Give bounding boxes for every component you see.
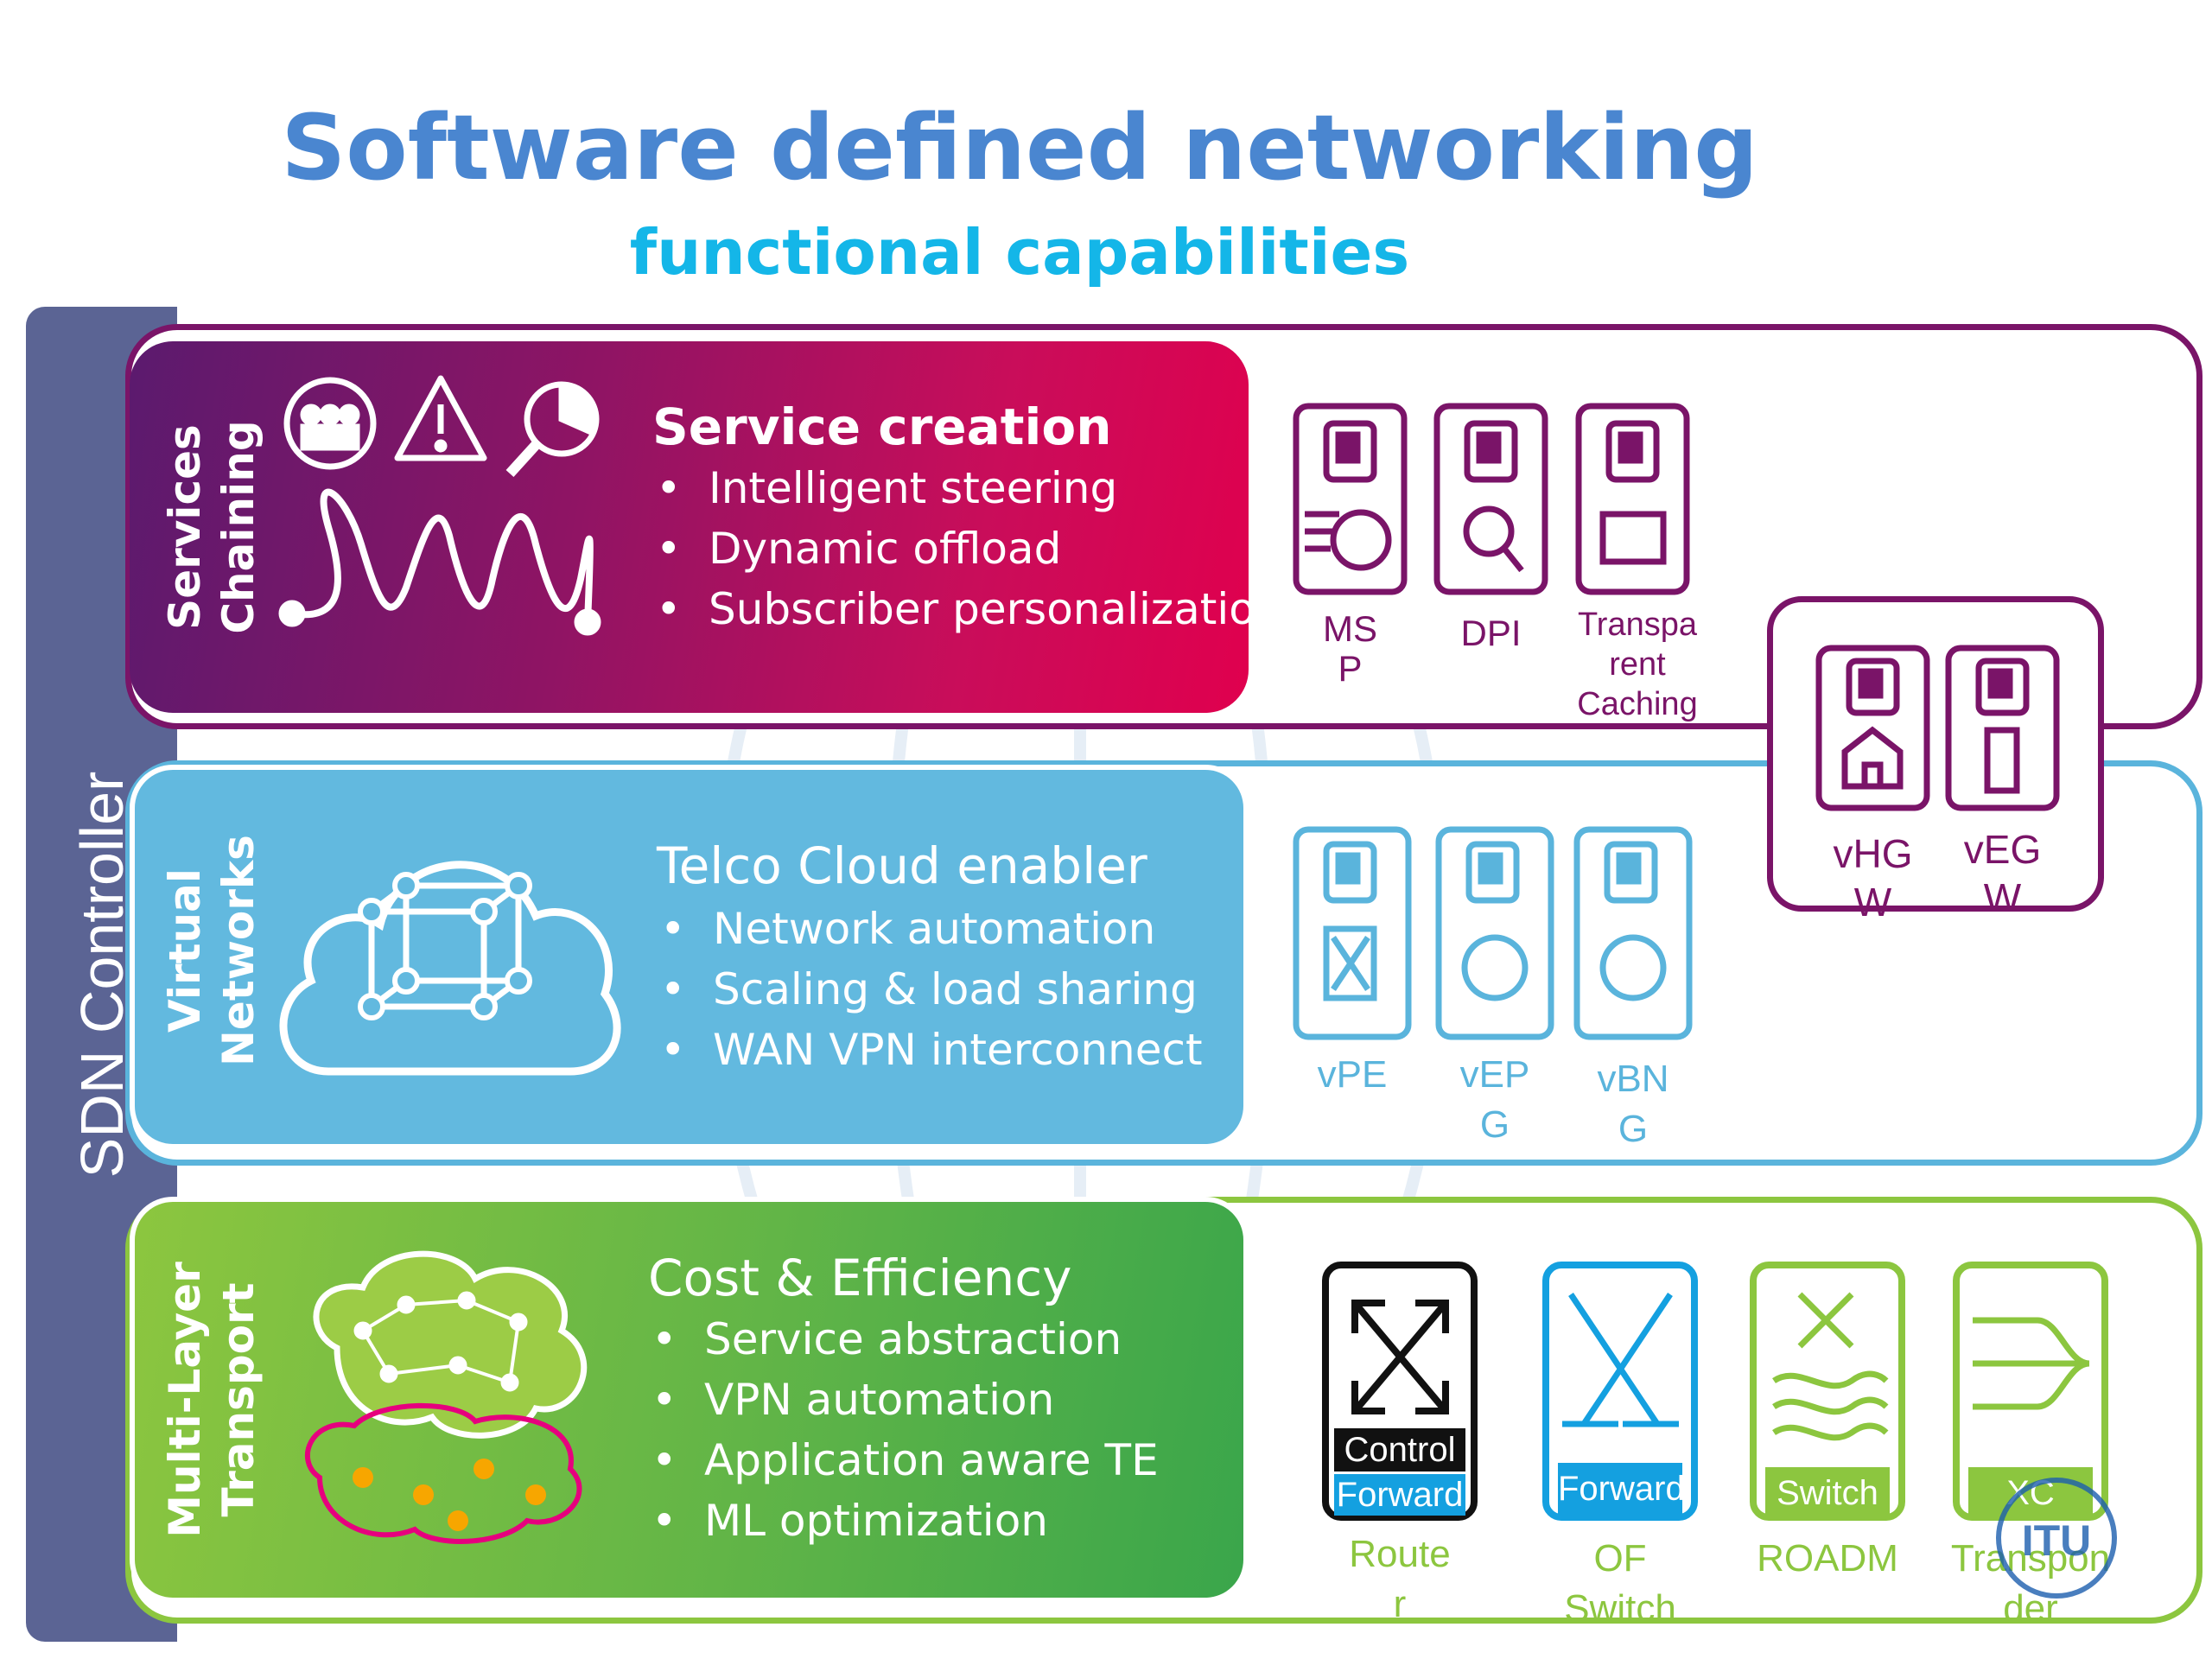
page-subtitle: functional capabilities [629,216,1410,289]
vhgw-box [1815,645,1930,811]
vpe-box [1293,826,1412,1040]
users-icon [1461,934,1529,1001]
roadm-switch-bar: Switch [1765,1467,1890,1519]
list-item: Application aware TE [648,1430,1159,1491]
vegw-box [1945,645,2060,811]
msp-box [1293,403,1408,595]
list-item: Service abstraction [648,1309,1159,1370]
vepg-box [1435,826,1554,1040]
service-icons-group [278,375,601,636]
users-icon [1599,934,1667,1001]
services-chaining-label: Services Chaining [160,420,264,634]
list-item: Scaling & load sharing [657,959,1203,1020]
list-item: ML optimization [648,1491,1159,1551]
device-label-of-switch: OF Switch [1564,1537,1676,1630]
caching-box [1575,403,1690,595]
of-switch-device: Forward [1542,1262,1698,1521]
service-function-boxes [1293,403,1690,595]
list-item: VPN automation [648,1370,1159,1430]
cloud-cube-icon [279,861,621,1076]
list-item: WAN VPN interconnect [657,1020,1203,1080]
gateway-boxes [1815,645,2060,811]
gateway-label-vhgw: vHG W [1833,831,1913,925]
router-control-bar: Control [1334,1428,1465,1471]
virtual-heading: Telco Cloud enabler [657,836,1147,895]
transport-heading: Cost & Efficiency [648,1249,1072,1307]
list-item: Dynamic offload [652,518,1283,579]
services-heading: Service creation [652,397,1112,456]
magnifier-icon [1463,505,1515,557]
virtual-bullets: Network automation Scaling & load sharin… [657,899,1203,1080]
router-forward-bar: Forward [1334,1474,1465,1516]
multi-layer-transport-label: Multi-Layer Transport [160,1262,264,1538]
function-label-vepg: vEP G [1459,1053,1530,1146]
virtual-networks-label: Virtual Networks [160,835,264,1066]
gateway-label-vegw: vEG W [1963,827,2042,920]
of-switch-forward-bar: Forward [1558,1463,1685,1515]
fan-out-icon [1973,1317,2090,1410]
film-icon [1599,511,1667,565]
route-path-icon [291,488,594,623]
router-device: Control Forward [1322,1262,1478,1521]
globe-icon [1330,509,1392,571]
warning-icon [394,375,487,461]
device-label-roadm: ROADM [1757,1537,1898,1580]
search-chart-icon [505,381,600,478]
function-label-msp: MS P [1323,608,1377,689]
device-label-router: Route r [1349,1533,1451,1625]
list-item: Network automation [657,899,1203,959]
transport-bullets: Service abstraction VPN automation Appli… [648,1309,1159,1551]
switch-icon [1562,1293,1679,1427]
list-item: Intelligent steering [652,458,1283,518]
function-label-caching: Transpa rent Caching [1577,607,1698,721]
roadm-device: Switch [1750,1262,1905,1521]
function-label-vbng: vBN G [1597,1058,1669,1150]
transponder-device: XC [1953,1262,2108,1521]
vbng-box [1573,826,1693,1040]
services-bullets: Intelligent steering Dynamic offload Sub… [652,458,1283,639]
wave-icon [1772,1292,1889,1441]
function-label-vpe: vPE [1317,1053,1388,1096]
users-icon [283,377,377,470]
building-icon [1984,727,2020,794]
list-item: Subscriber personalization [652,579,1283,639]
itu-logo: ITU [1996,1478,2117,1599]
page-title: Software defined networking [281,95,1758,200]
function-label-dpi: DPI [1460,613,1522,653]
virtual-function-boxes [1293,826,1693,1040]
house-icon [1841,726,1904,790]
dpi-box [1433,403,1548,595]
network-cloud-icon [304,1250,588,1544]
cross-arrows-icon [1351,1300,1449,1414]
